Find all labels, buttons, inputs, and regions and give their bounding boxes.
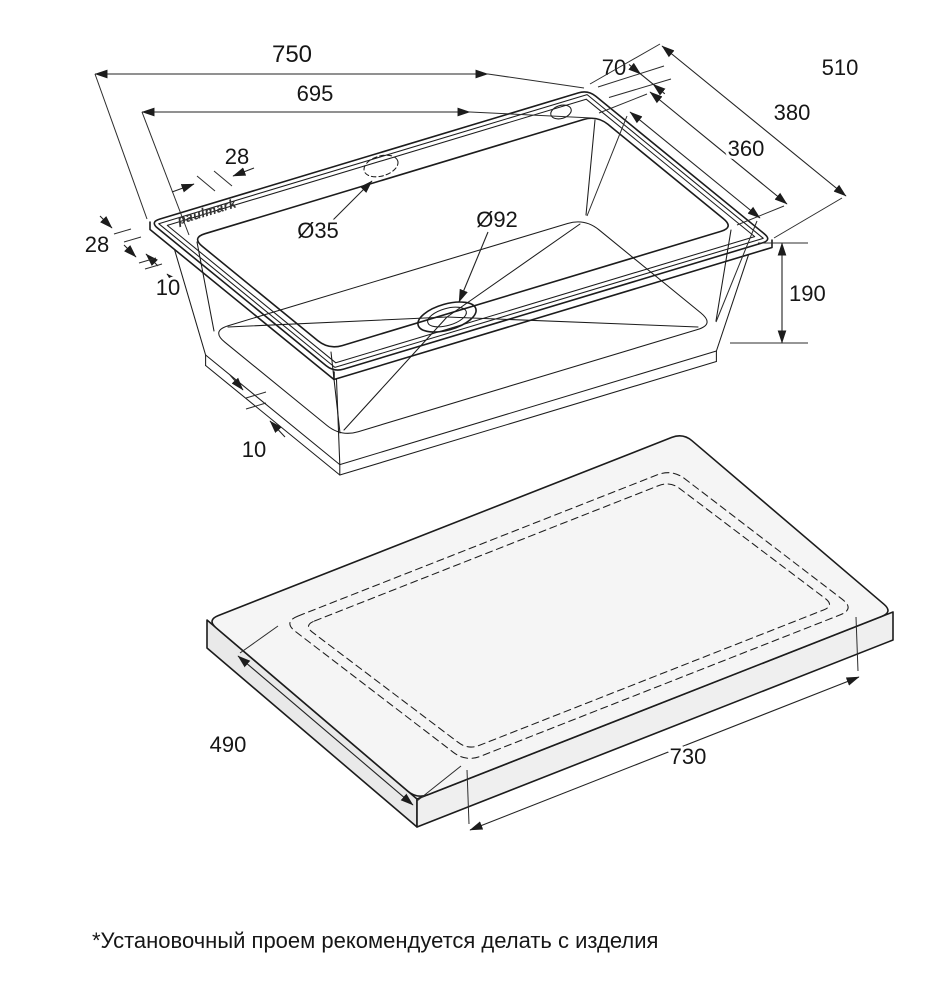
dimension-depth: 190 (730, 242, 829, 344)
rim-underside (149, 221, 773, 381)
bowl-bottom (218, 221, 708, 434)
dimension-edge-front: 10 (123, 244, 183, 303)
dimension-width-inner: 380 (598, 91, 813, 226)
dim-label-360: 360 (728, 136, 765, 161)
faucet-hole-dashed (363, 154, 399, 178)
sink-dimensions: 750 695 70 510 (82, 38, 862, 465)
dimension-length-outer: 750 (94, 38, 585, 220)
dim-label-750: 750 (272, 41, 312, 68)
dim-label-d92: Ø92 (476, 207, 518, 232)
rim-chamfer-line-2 (166, 98, 756, 364)
drain-hole (417, 301, 477, 333)
dim-label-70: 70 (602, 55, 626, 80)
dimension-width-bottom: 360 (586, 111, 767, 323)
dimension-rim-front: 28 (82, 215, 159, 267)
countertop-top (211, 435, 889, 797)
bowl-wall-edges (196, 119, 732, 434)
dim-label-730: 730 (670, 744, 707, 769)
dim-label-190: 190 (789, 281, 826, 306)
cutout-outline-inner (307, 483, 831, 748)
bowl-opening (196, 117, 729, 348)
countertop-cutout-view: 490 730 (206, 435, 894, 831)
dimension-cutout-length: 730 (466, 616, 860, 831)
dimension-rim-left: 28 (171, 141, 255, 193)
dimension-edge-bottom: 10 (229, 374, 286, 465)
footnote: *Установочный проем рекомендуется делать… (92, 928, 658, 953)
dim-label-510: 510 (822, 55, 859, 80)
dim-label-695: 695 (297, 81, 334, 106)
sink-body-lines (173, 248, 750, 476)
dimension-drain: Ø92 (458, 204, 521, 303)
dimension-hole-offset: 70 (597, 52, 672, 98)
accessory-hole (550, 104, 572, 120)
dim-label-380: 380 (774, 100, 811, 125)
bottom-slope-lines (227, 223, 699, 431)
dim-label-10b: 10 (242, 437, 266, 462)
cutout-outline-outer (289, 472, 849, 759)
dimension-cutout-width: 490 (207, 625, 462, 806)
dimension-width-outer: 510 (589, 43, 861, 239)
sink-outer-rim (153, 91, 769, 371)
dim-label-28a: 28 (225, 144, 249, 169)
dimension-length-inner: 695 (141, 78, 593, 236)
dim-label-490: 490 (210, 732, 247, 757)
dim-label-10a: 10 (156, 275, 180, 300)
dim-label-d35: Ø35 (297, 218, 339, 243)
dimension-faucet-hole: Ø35 (294, 180, 373, 246)
rim-chamfer-line-1 (158, 94, 764, 368)
dim-label-28b: 28 (85, 232, 109, 257)
